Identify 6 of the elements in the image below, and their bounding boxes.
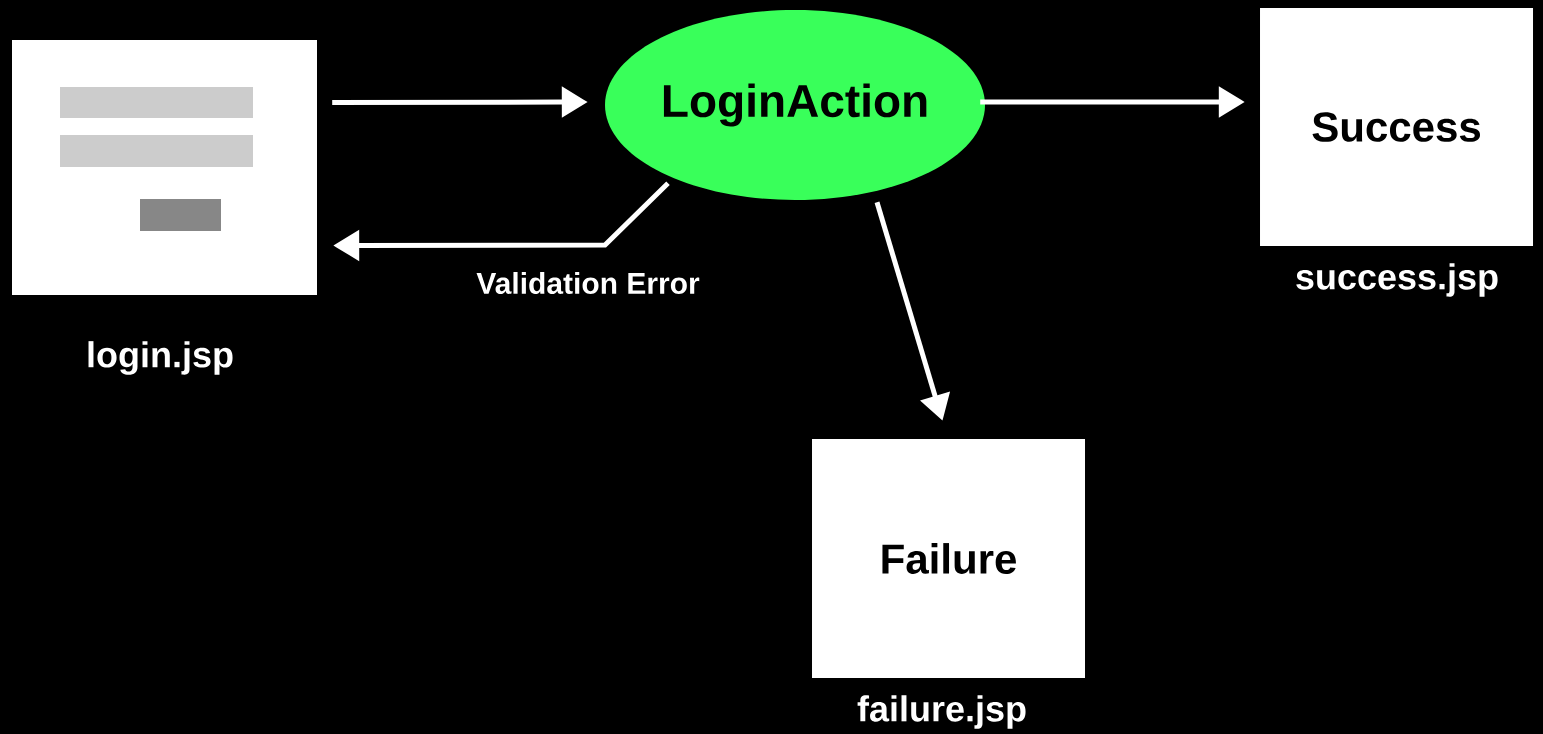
file-label: failure.jsp xyxy=(857,695,1026,729)
edge-label: Validation Error xyxy=(474,270,702,296)
file-label: success.jsp xyxy=(1296,263,1498,297)
page-box: Success xyxy=(1260,8,1533,246)
file-label: login.jsp xyxy=(88,341,233,375)
page-box: Failure xyxy=(812,439,1085,678)
